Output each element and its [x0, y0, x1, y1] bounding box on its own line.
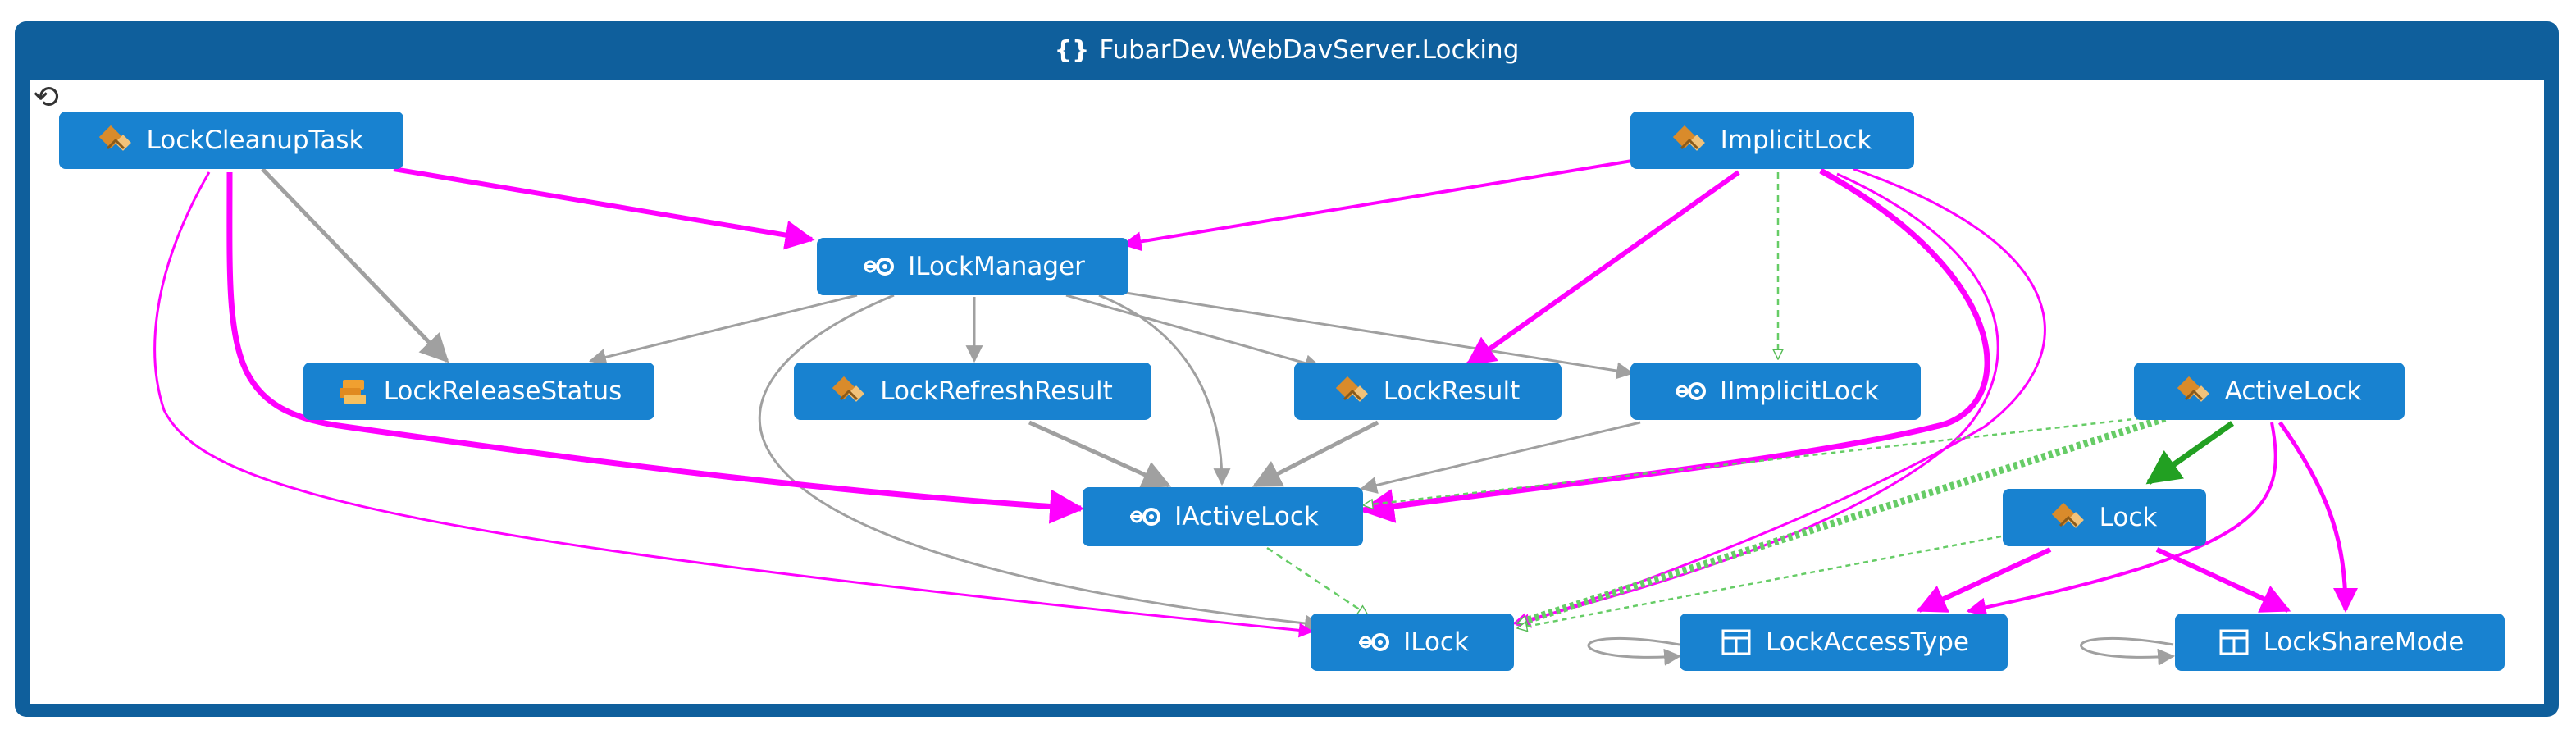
interface-icon: [1356, 626, 1392, 659]
namespace-braces-icon: {}: [1054, 35, 1090, 65]
enum-icon: [336, 375, 372, 408]
struct-icon: [1718, 626, 1754, 659]
node-lock-result[interactable]: LockResult: [1294, 363, 1562, 420]
node-lock-access-type[interactable]: LockAccessType: [1680, 614, 2008, 671]
node-label: LockRefreshResult: [880, 376, 1113, 406]
node-label: ActiveLock: [2224, 376, 2362, 406]
node-label: LockReleaseStatus: [383, 376, 622, 406]
class-icon: [1672, 124, 1709, 157]
class-icon: [98, 124, 135, 157]
node-iimplicit-lock[interactable]: IImplicitLock: [1630, 363, 1921, 420]
node-label: ILock: [1403, 627, 1469, 657]
node-lock-refresh-result[interactable]: LockRefreshResult: [794, 363, 1151, 420]
node-lock-share-mode[interactable]: LockShareMode: [2175, 614, 2505, 671]
node-lock-release-status[interactable]: LockReleaseStatus: [303, 363, 654, 420]
class-icon: [2051, 501, 2088, 534]
node-iactive-lock[interactable]: IActiveLock: [1083, 487, 1363, 546]
node-label: LockShareMode: [2263, 627, 2464, 657]
namespace-title: FubarDev.WebDavServer.Locking: [1099, 35, 1520, 65]
node-label: ImplicitLock: [1720, 125, 1872, 155]
node-label: IImplicitLock: [1720, 376, 1879, 406]
node-label: IActiveLock: [1174, 502, 1319, 531]
interface-icon: [860, 250, 896, 283]
class-icon: [832, 375, 869, 408]
class-icon: [1335, 375, 1372, 408]
node-label: LockResult: [1383, 376, 1521, 406]
node-active-lock[interactable]: ActiveLock: [2134, 363, 2405, 420]
node-lock-cleanup-task[interactable]: LockCleanupTask: [59, 112, 403, 169]
node-label: ILockManager: [908, 252, 1085, 281]
node-ilock-manager[interactable]: ILockManager: [817, 238, 1128, 295]
interface-icon: [1127, 500, 1163, 533]
class-icon: [2177, 375, 2214, 408]
node-label: LockCleanupTask: [146, 125, 364, 155]
namespace-group-header[interactable]: {} FubarDev.WebDavServer.Locking: [15, 21, 2559, 79]
node-label: Lock: [2099, 503, 2158, 532]
refresh-icon[interactable]: ⟲: [33, 79, 59, 115]
node-lock[interactable]: Lock: [2003, 489, 2206, 546]
node-implicit-lock[interactable]: ImplicitLock: [1630, 112, 1914, 169]
interface-icon: [1672, 375, 1708, 408]
node-ilock[interactable]: ILock: [1311, 614, 1514, 671]
node-label: LockAccessType: [1765, 627, 1969, 657]
struct-icon: [2216, 626, 2252, 659]
